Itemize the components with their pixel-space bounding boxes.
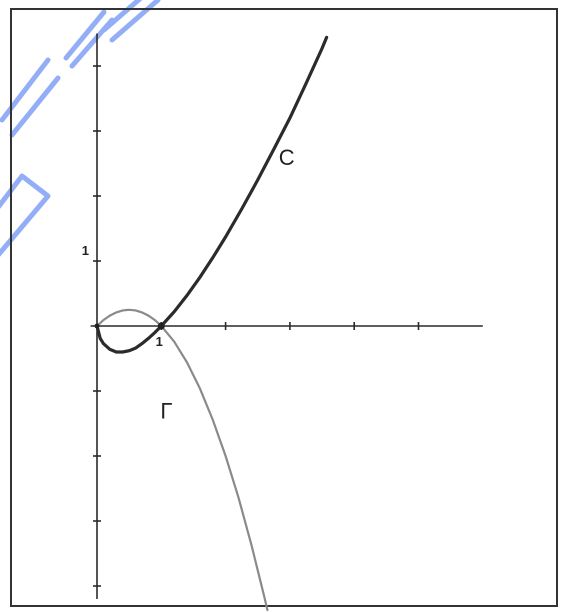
curve-label-c: C — [279, 145, 295, 170]
chart-frame — [10, 8, 558, 607]
series-layer — [94, 35, 329, 612]
intersection-point — [157, 322, 165, 330]
curve-label-gamma: Γ — [160, 399, 172, 424]
axes — [90, 33, 483, 599]
labels: 1 1 C Γ — [82, 145, 295, 424]
tick-marks — [93, 65, 420, 587]
y-tick-label: 1 — [82, 243, 89, 258]
origin-point — [94, 323, 100, 329]
series-line-c — [95, 35, 329, 354]
series-line-gamma — [95, 308, 269, 612]
watermark-logo — [0, 0, 161, 257]
x-tick-label: 1 — [156, 334, 163, 349]
